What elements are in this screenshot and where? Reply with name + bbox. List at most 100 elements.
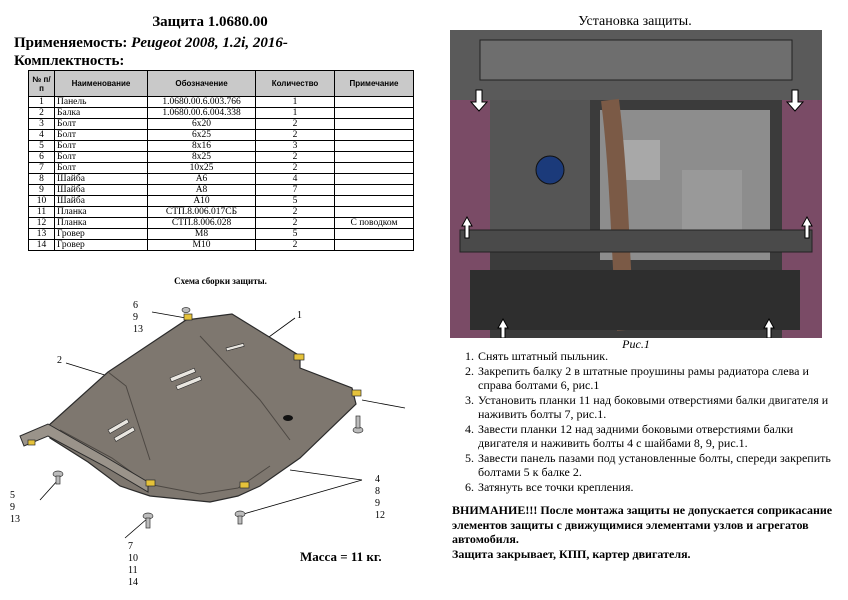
step-number: 5. bbox=[465, 450, 474, 465]
table-cell bbox=[334, 140, 414, 152]
table-cell: Гровер bbox=[54, 228, 148, 240]
table-cell: 3 bbox=[255, 140, 335, 152]
callout-number: 13 bbox=[10, 514, 20, 525]
step-text: Завести панель пазами под установленные … bbox=[478, 450, 831, 480]
table-cell: Шайба bbox=[54, 195, 148, 207]
table-cell bbox=[334, 96, 414, 108]
table-cell: Гровер bbox=[54, 239, 148, 251]
table-cell: 1 bbox=[28, 96, 55, 108]
table-cell: 5 bbox=[255, 195, 335, 207]
table-cell bbox=[334, 118, 414, 130]
table-cell: Болт bbox=[54, 140, 148, 152]
coverage-text: Защита закрывает, КПП, картер двигателя. bbox=[452, 547, 691, 561]
step-text: Завести планки 12 над задними боковыми о… bbox=[478, 421, 794, 451]
table-cell bbox=[334, 173, 414, 185]
table-cell: СТП.8.006.017СБ bbox=[147, 206, 256, 218]
step-number: 1. bbox=[465, 349, 474, 363]
table-cell: 4 bbox=[255, 173, 335, 185]
step-number: 6. bbox=[465, 479, 474, 494]
list-item: 6. Затянуть все точки крепления. bbox=[452, 480, 842, 495]
callout-number: 13 bbox=[133, 324, 143, 335]
table-cell: 1 bbox=[255, 96, 335, 108]
table-cell: 5 bbox=[255, 228, 335, 240]
table-cell: Шайба bbox=[54, 184, 148, 196]
figure-caption: Рис.1 bbox=[622, 337, 650, 351]
list-item: 4. Завести планки 12 над задними боковыми… bbox=[452, 422, 842, 451]
table-cell: 8 bbox=[28, 173, 55, 185]
callout-number: 8 bbox=[375, 486, 380, 497]
table-cell: СТП.8.006.028 bbox=[147, 217, 256, 229]
table-cell bbox=[334, 228, 414, 240]
callout-right: 4 8 9 12 bbox=[375, 474, 385, 522]
parts-table-header-cell: Обозначение bbox=[147, 70, 256, 97]
table-cell: Панель bbox=[54, 96, 148, 108]
parts-table-header-cell: № п/п bbox=[28, 70, 55, 97]
mounting-brackets bbox=[27, 313, 362, 489]
parts-table-header-cell: Количество bbox=[255, 70, 335, 97]
parts-table-header-cell: Примечание bbox=[334, 70, 414, 97]
callout-number: 10 bbox=[128, 553, 138, 564]
step-text: Затянуть все точки крепления. bbox=[478, 479, 634, 494]
step-text: Установить планки 11 над боковыми отверс… bbox=[478, 392, 829, 422]
callout-number: 11 bbox=[128, 565, 138, 576]
table-cell: 14 bbox=[28, 239, 55, 251]
table-cell: A6 bbox=[147, 173, 256, 185]
table-cell: 8x16 bbox=[147, 140, 256, 152]
step-text: Снять штатный пыльник. bbox=[478, 349, 609, 363]
table-cell: M8 bbox=[147, 228, 256, 240]
table-cell: Болт bbox=[54, 129, 148, 141]
table-cell: 2 bbox=[255, 217, 335, 229]
mass-label: Масса = 11 кг. bbox=[300, 549, 382, 564]
step-number: 2. bbox=[465, 363, 474, 378]
table-cell: 2 bbox=[255, 151, 335, 163]
callout-panel: 1 bbox=[297, 310, 302, 321]
table-cell bbox=[334, 151, 414, 163]
installation-photo bbox=[450, 30, 822, 338]
skid-plate-panel bbox=[47, 313, 357, 503]
photo-arrows bbox=[461, 89, 813, 338]
table-cell: 5 bbox=[28, 140, 55, 152]
applicability-value: Peugeot 2008, 1.2i, 2016- bbox=[131, 35, 288, 51]
table-cell: Болт bbox=[54, 118, 148, 130]
table-cell bbox=[334, 239, 414, 251]
table-cell: 8x25 bbox=[147, 151, 256, 163]
applicability-line: Применяемость: Peugeot 2008, 1.2i, 2016- bbox=[14, 35, 288, 52]
kit-label: Комплектность: bbox=[14, 53, 125, 69]
step-number: 4. bbox=[465, 421, 474, 436]
table-cell: 2 bbox=[28, 107, 55, 119]
bolts bbox=[52, 307, 364, 529]
callout-bottom-center: 7 10 11 14 bbox=[128, 541, 138, 589]
document-title: Защита 1.0680.00 bbox=[152, 14, 268, 30]
callout-beam: 2 bbox=[57, 355, 62, 366]
list-item: 5. Завести панель пазами под установленны… bbox=[452, 451, 842, 480]
callout-number: 5 bbox=[10, 490, 15, 501]
parts-table-header-cell: Наименование bbox=[54, 70, 148, 97]
table-cell: A8 bbox=[147, 184, 256, 196]
callout-number: 4 bbox=[375, 474, 380, 485]
table-cell: 11 bbox=[28, 206, 55, 218]
table-cell: Болт bbox=[54, 151, 148, 163]
table-cell bbox=[334, 184, 414, 196]
table-cell: 2 bbox=[255, 118, 335, 130]
list-item: 1. Снять штатный пыльник. bbox=[452, 349, 842, 364]
table-cell: С поводком bbox=[334, 217, 414, 229]
table-cell bbox=[334, 107, 414, 119]
table-cell: 3 bbox=[28, 118, 55, 130]
assembly-diagram bbox=[19, 307, 406, 539]
table-cell: 6 bbox=[28, 151, 55, 163]
table-cell: 10 bbox=[28, 195, 55, 207]
table-cell: M10 bbox=[147, 239, 256, 251]
table-cell: 2 bbox=[255, 206, 335, 218]
table-cell: 6x25 bbox=[147, 129, 256, 141]
